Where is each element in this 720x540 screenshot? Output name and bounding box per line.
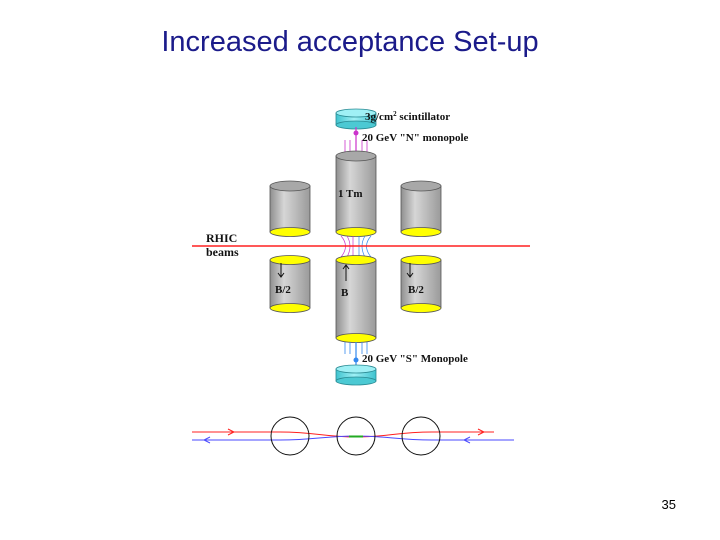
upper-left-magnet xyxy=(269,180,311,237)
field-right-label: B/2 xyxy=(408,284,424,296)
lower-center-magnet xyxy=(335,255,377,343)
page-number: 35 xyxy=(661,497,676,512)
rhic-label: RHIC xyxy=(206,231,237,245)
field-center-label: B xyxy=(341,287,349,299)
lower-right-magnet xyxy=(400,255,442,313)
lower-left-magnet xyxy=(269,255,311,313)
magnet-strength-label: 1 Tm xyxy=(338,188,363,200)
field-arrow-up-center-icon xyxy=(342,264,350,281)
n-monopole xyxy=(344,127,368,152)
beams-label: beams xyxy=(206,245,239,259)
magnet-circle-right xyxy=(401,416,441,456)
field-arrow-down-right-icon xyxy=(406,263,414,278)
field-arrow-down-left-icon xyxy=(277,263,285,278)
upper-right-magnet xyxy=(400,180,442,237)
scintillator-label: 3g/cm2 scintillator xyxy=(365,110,450,123)
n-monopole-label: 20 GeV "N" monopole xyxy=(362,132,469,144)
slide-title: Increased acceptance Set-up xyxy=(161,26,539,58)
top-scintillator xyxy=(335,108,377,130)
upper-center-magnet xyxy=(335,150,377,237)
s-monopole xyxy=(344,342,368,365)
magnet-circle-left xyxy=(270,416,310,456)
field-left-label: B/2 xyxy=(275,284,291,296)
magnet-circle-center xyxy=(336,416,376,456)
bottom-scintillator xyxy=(335,364,377,386)
top-view-schematic xyxy=(192,416,514,456)
s-monopole-label: 20 GeV "S" Monopole xyxy=(362,353,468,365)
